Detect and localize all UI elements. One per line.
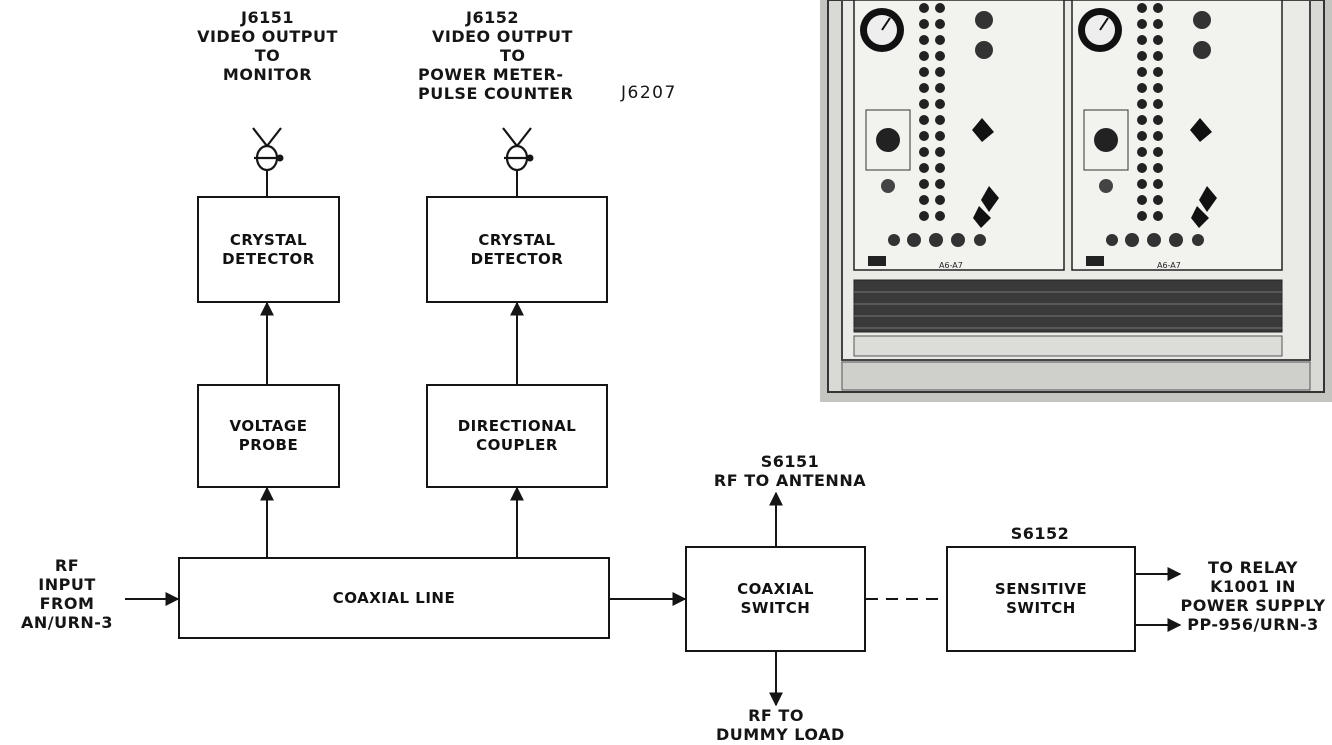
label-j6207: J6207 — [621, 84, 677, 103]
equipment-photo: A6-A7 — [820, 0, 1332, 402]
coaxial-line-block: COAXIAL LINE — [178, 557, 610, 639]
jack-symbol-j6152 — [503, 128, 532, 170]
jack-symbol-j6151 — [253, 128, 282, 170]
label-j6152: J6152 VIDEO OUTPUT TO POWER METER- PULSE… — [418, 8, 618, 103]
panel-right: A6-A7 — [1072, 0, 1282, 270]
svg-text:A6-A7: A6-A7 — [1157, 261, 1181, 270]
panel-left: A6-A7 — [854, 0, 1064, 270]
label-s6152: S6152 — [990, 524, 1090, 543]
svg-text:A6-A7: A6-A7 — [939, 261, 963, 270]
